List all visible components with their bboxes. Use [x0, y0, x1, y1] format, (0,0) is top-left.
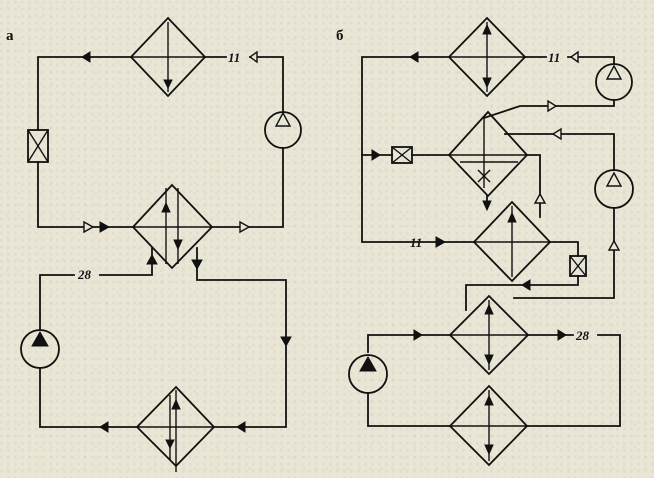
flow-arrow-icon — [191, 259, 203, 271]
pump-icon — [348, 354, 388, 394]
line-a-left-lower — [37, 161, 134, 228]
valve-icon — [391, 146, 413, 164]
line-a-28 — [39, 274, 75, 331]
flow-arrow-icon — [239, 220, 251, 234]
line-b-valve2-in — [549, 241, 579, 257]
flow-arrow-icon — [81, 51, 91, 63]
line-b-valve2-out — [465, 275, 579, 311]
pump-icon — [595, 63, 633, 101]
line-b-pump-top-out — [482, 99, 615, 120]
panel-label-a: а — [6, 28, 14, 44]
valve-icon — [27, 129, 49, 163]
pump-icon — [594, 169, 634, 209]
flow-arrow-icon — [607, 239, 621, 251]
flow-arrow-icon — [409, 51, 419, 63]
flow-arrow-icon — [280, 336, 292, 348]
line-a-mid-right — [196, 247, 287, 428]
flow-arrow-icon — [551, 127, 562, 141]
line-a-right — [249, 56, 284, 113]
heat-exchanger-icon — [472, 200, 552, 283]
heat-exchanger-icon — [448, 384, 529, 467]
flow-arrow-icon — [547, 99, 558, 113]
flow-arrow-icon — [557, 329, 567, 341]
heat-exchanger-icon — [135, 385, 216, 472]
stream-label-b-top: 11 — [548, 50, 560, 65]
line-b-lower-left — [367, 334, 451, 353]
line-a-right-lower — [211, 147, 284, 228]
line-b-right-top — [504, 133, 615, 171]
line-b-top-far — [567, 56, 615, 64]
flow-arrow-icon — [435, 236, 447, 248]
flow-arrow-icon — [236, 421, 246, 433]
stream-label-b-mid: 11 — [410, 235, 422, 250]
flow-arrow-icon — [371, 149, 381, 161]
flow-arrow-icon — [521, 279, 531, 291]
line-b-right-bottom — [526, 334, 621, 427]
line-b-mid-right — [526, 154, 541, 218]
line-b-right-lower — [513, 207, 615, 299]
flow-arrow-icon — [99, 221, 111, 233]
heat-exchanger-icon — [447, 110, 529, 198]
flow-arrow-icon — [83, 220, 95, 234]
flow-arrow-icon — [99, 421, 109, 433]
line-b-bottom-left — [367, 392, 451, 427]
line-b-left — [361, 56, 475, 243]
stream-label-b-right: 28 — [575, 328, 590, 343]
heat-exchanger-icon — [447, 16, 527, 98]
flow-arrow-icon — [482, 200, 492, 212]
pump-icon — [20, 329, 60, 369]
flow-arrow-icon — [569, 50, 579, 64]
flow-arrow-icon — [413, 329, 423, 341]
pump-icon — [264, 111, 302, 149]
line-a-mid-left — [99, 247, 153, 276]
line-a-top-left — [37, 56, 132, 131]
flow-arrow-icon — [248, 50, 258, 64]
heat-exchanger-icon — [131, 183, 214, 270]
flow-arrow-icon — [533, 192, 547, 204]
panel-label-b: б — [336, 28, 344, 44]
stream-label-a-top: 11 — [228, 50, 240, 65]
heat-exchanger-icon — [448, 294, 530, 376]
heat-exchanger-icon — [129, 16, 207, 98]
flow-arrow-icon — [146, 253, 158, 265]
line-a-bottom-left — [39, 367, 138, 428]
valve-icon — [569, 255, 587, 277]
stream-label-a-left: 28 — [77, 267, 92, 282]
